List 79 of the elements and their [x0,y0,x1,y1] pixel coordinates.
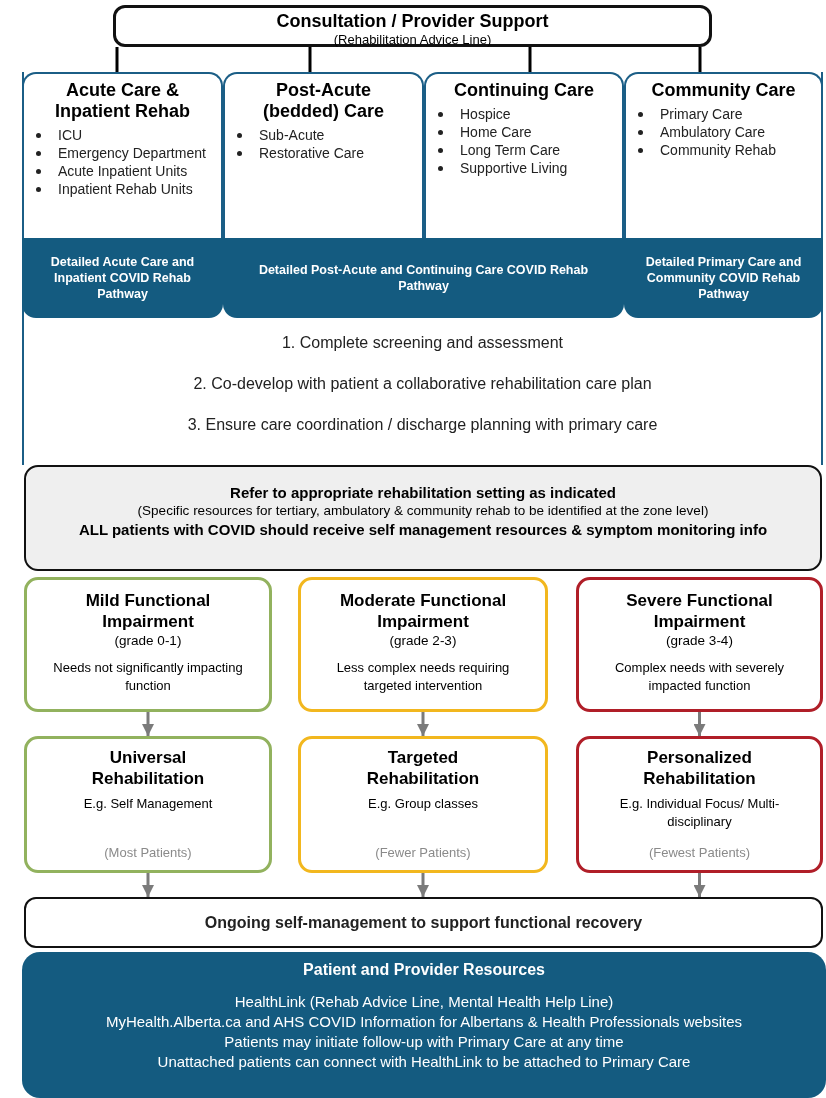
body-text: Complex needs with severely impacted function [613,659,786,695]
container-panel [22,72,823,465]
band-text: Detailed Acute Care and Inpatient COVID Rehab Pathway [49,254,196,302]
column-card [624,72,823,240]
list-item: Sub-Acute [259,126,325,144]
arrow [693,873,706,897]
connector-line [308,47,312,72]
list-item: Ambulatory Care [660,123,766,141]
body-text: Unattached patients can connect with HealthLink to be attached to Primary Care [156,1052,692,1072]
count-text: (Fewest Patients) [647,845,752,860]
rehab-card [298,736,548,873]
header-box [113,5,712,47]
heading: Continuing Care [453,80,595,101]
column-card [22,72,223,240]
heading: Universal Rehabilitation [90,747,206,789]
list-item: ICU [58,126,83,144]
list-item: Restorative Care [259,144,365,162]
heading: Patient and Provider Resources [302,960,546,980]
list-item: Hospice [460,105,511,123]
band-text: Detailed Primary Care and Community COVID Rehab Pathway [644,254,803,302]
list-item: Long Term Care [460,141,561,159]
subheading: (grade 2-3) [388,632,458,649]
list-item: Community Rehab [660,141,776,159]
step-text: 2. Co-develop with patient a collaborative rehabilitation care plan [192,375,653,394]
step-text: 1. Complete screening and assessment [280,334,564,353]
body-text: Patients may initiate follow-up with Primary Care at any time [223,1032,625,1052]
subheading: (grade 0-1) [113,632,183,649]
heading: Severe Functional Impairment [625,590,774,632]
arrow [693,712,706,736]
arrow [142,712,154,736]
pathway-band [624,238,823,318]
rehab-card [24,736,272,873]
impairment-card [576,577,823,712]
list-item: Home Care [460,123,532,141]
heading: Moderate Functional Impairment [338,590,508,632]
summary-box [24,897,823,948]
subheading: (Rehabilitation Advice Line) [332,32,493,47]
body-text: Needs not significantly impacting function [52,659,244,695]
heading: Acute Care & Inpatient Rehab [54,80,191,122]
body-text: HealthLink (Rehab Advice Line, Mental Health Help Line) [233,992,615,1012]
body-text: MyHealth.Alberta.ca and AHS COVID Information for Albertans & Health Professionals websites [104,1012,744,1032]
heading: Targeted Rehabilitation [365,747,481,789]
resource-panel [22,952,826,1098]
body-text: (Specific resources for tertiary, ambulatory & community rehab to be identified at the zone level) [136,502,710,520]
band-text: Detailed Post-Acute and Continuing Care COVID Rehab Pathway [257,262,590,294]
arrow [417,712,429,736]
note-box [24,465,822,571]
arrow [417,873,429,897]
list-item: Primary Care [660,105,743,123]
impairment-card [24,577,272,712]
body-text: E.g. Group classes [367,795,479,813]
step-text: 3. Ensure care coordination / discharge planning with primary care [186,416,659,435]
connector-line [528,47,532,72]
column-card [424,72,624,240]
list-item: Inpatient Rehab Units [58,180,193,198]
list-item: Emergency Department [58,144,206,162]
heading: Mild Functional Impairment [84,590,212,632]
count-text: (Most Patients) [103,845,193,860]
list-item: Acute Inpatient Units [58,162,188,180]
heading: Refer to appropriate rehabilitation setting as indicated [229,483,617,502]
subheading: (grade 3-4) [665,632,734,649]
heading: Community Care [650,80,797,101]
heading: Consultation / Provider Support [275,11,550,32]
connector-line [115,47,119,72]
body-text: ALL patients with COVID should receive self management resources & symptom monitoring info [77,520,769,539]
body-text: E.g. Individual Focus/ Multi-disciplinary [618,795,781,831]
arrow [142,873,154,897]
heading: Post-Acute (bedded) Care [262,80,385,122]
impairment-card [298,577,548,712]
body-text: Less complex needs requiring targeted intervention [335,659,511,695]
rehab-card [576,736,823,873]
list-item: Supportive Living [460,159,568,177]
body-text: Ongoing self-management to support functional recovery [204,913,643,932]
pathway-band [22,238,223,318]
body-text: E.g. Self Management [82,795,214,813]
count-text: (Fewer Patients) [374,845,472,860]
column-card [223,72,424,240]
connector-line [698,47,702,72]
heading: Personalized Rehabilitation [642,747,757,789]
